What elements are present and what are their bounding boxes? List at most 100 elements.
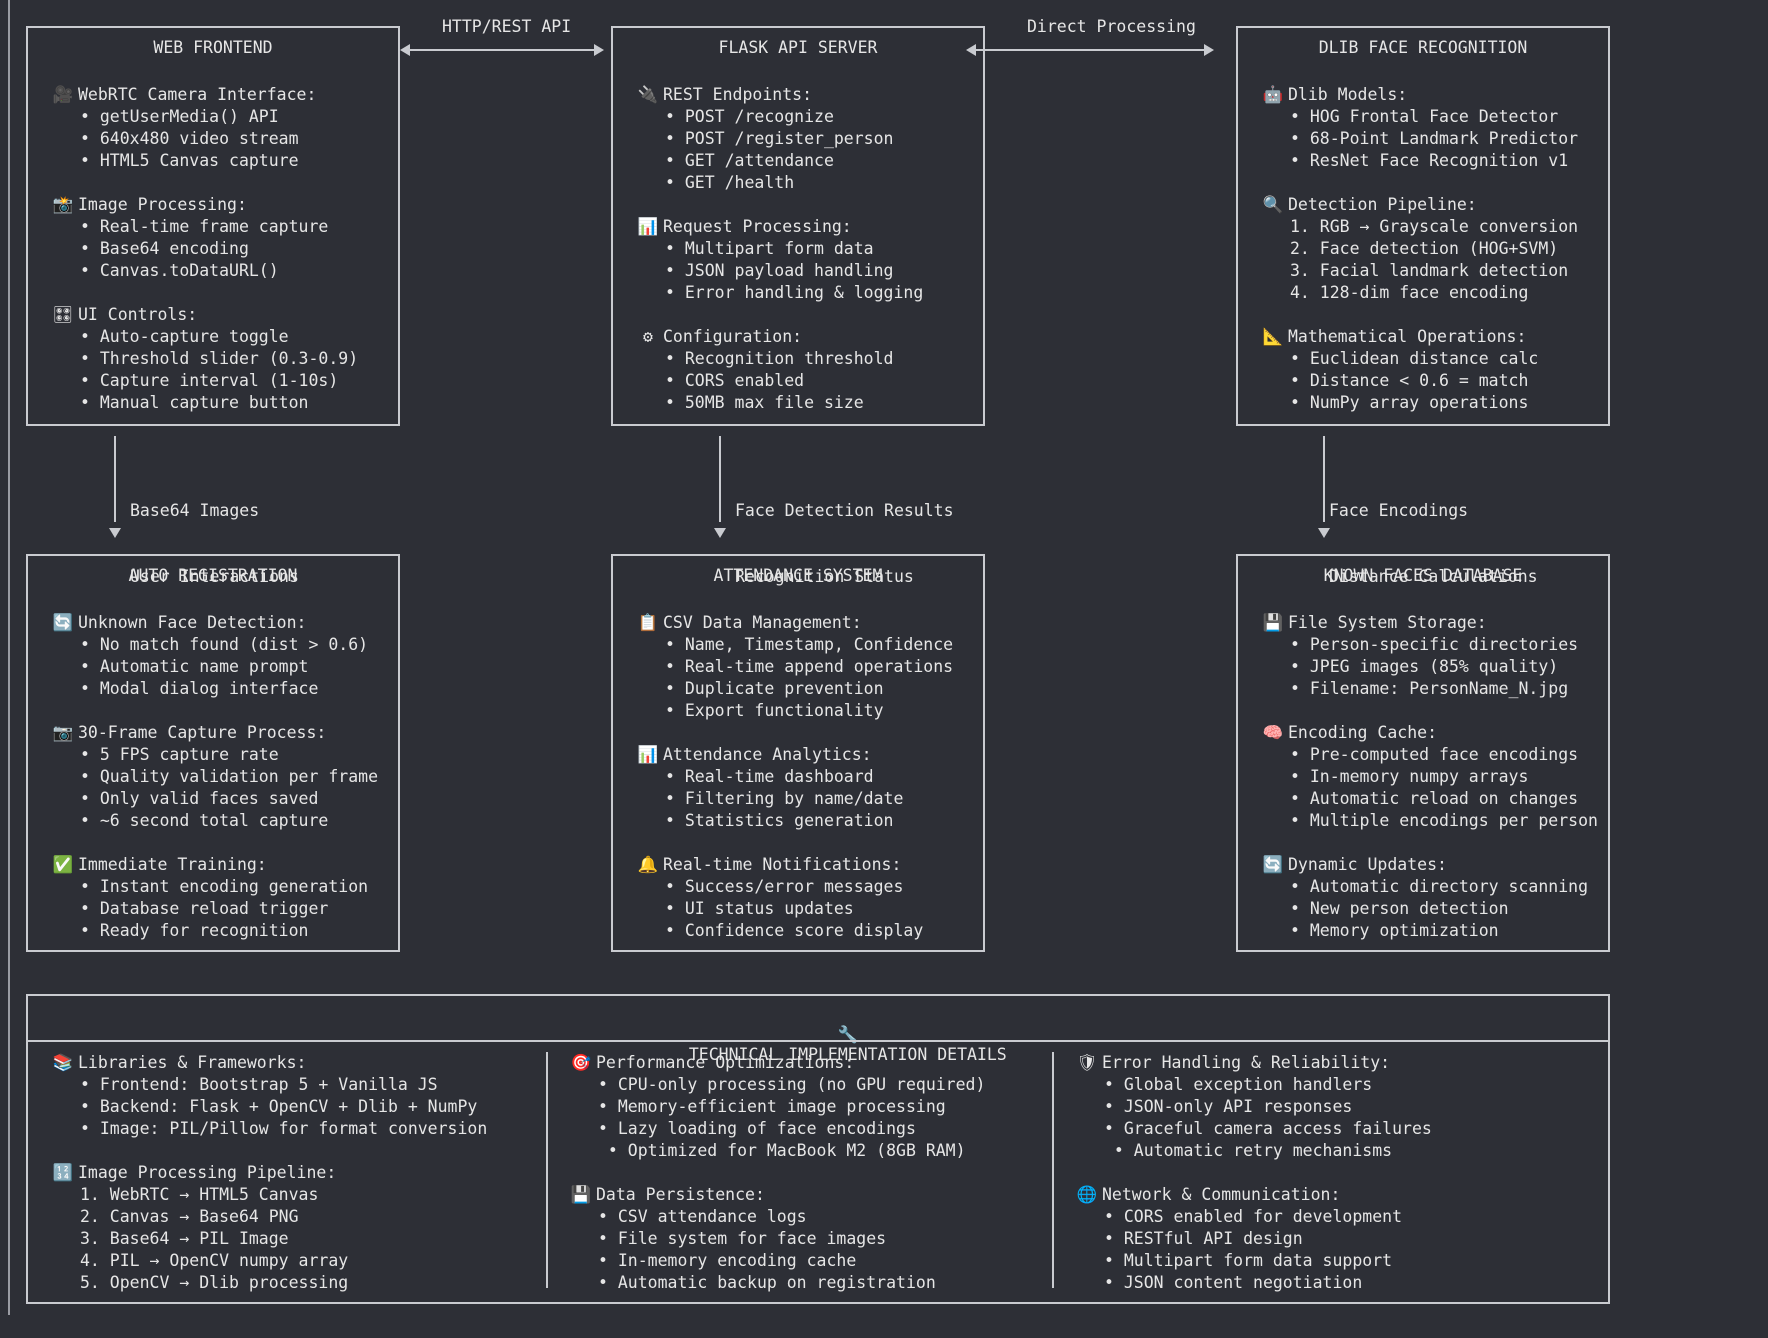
section-heading-text: 30-Frame Capture Process: (78, 723, 327, 742)
arrow-right-icon (1204, 44, 1214, 56)
section-item: 1. WebRTC → HTML5 Canvas (80, 1185, 319, 1204)
section-heading: 🛡Error Handling & Reliability: (1074, 1052, 1432, 1074)
section-item: • Lazy loading of face encodings (598, 1119, 916, 1138)
box-section: 📋CSV Data Management:• Name, Timestamp, … (635, 612, 953, 722)
section-heading: 🔔Real-time Notifications: (635, 854, 923, 876)
section-item: • POST /recognize (665, 107, 834, 126)
arrow-down-icon (714, 528, 726, 538)
section-item: 4. 128-dim face encoding (1290, 283, 1529, 302)
box-section: 🔄Dynamic Updates:• Automatic directory s… (1260, 854, 1588, 942)
box-title: ATTENDANCE SYSTEM (713, 566, 883, 585)
section-heading-text: Real-time Notifications: (663, 855, 902, 874)
bar-chart-icon: 📊 (637, 745, 659, 764)
box-section: 📊Attendance Analytics:• Real-time dashbo… (635, 744, 904, 832)
section-heading-text: Image Processing: (78, 195, 247, 214)
section-heading-text: Request Processing: (663, 217, 852, 236)
section-item: • Real-time dashboard (665, 767, 874, 786)
clipboard-icon: 📋 (637, 613, 659, 632)
box-section: 🔄Unknown Face Detection:• No match found… (50, 612, 368, 700)
section-item: • Distance < 0.6 = match (1290, 371, 1529, 390)
section-item: • Quality validation per frame (80, 767, 379, 786)
section-heading-text: Dynamic Updates: (1288, 855, 1447, 874)
section-item: • Name, Timestamp, Confidence (665, 635, 954, 654)
box-title: KNOWN FACES DATABASE (1323, 566, 1523, 585)
refresh-icon: 🔄 (1262, 855, 1284, 874)
section-heading-text: Mathematical Operations: (1288, 327, 1527, 346)
section-item: 3. Base64 → PIL Image (80, 1229, 289, 1248)
section-item: • JSON-only API responses (1104, 1097, 1353, 1116)
section-item: 5. OpenCV → Dlib processing (80, 1273, 349, 1292)
section-heading: 📋CSV Data Management: (635, 612, 953, 634)
section-item: • Statistics generation (665, 811, 894, 830)
box-section: 🤖Dlib Models:• HOG Frontal Face Detector… (1260, 84, 1578, 172)
target-icon: 🎯 (570, 1053, 592, 1072)
section-item: • getUserMedia() API (80, 107, 279, 126)
numbers-icon: 🔢 (52, 1163, 74, 1182)
plug-icon: 🔌 (637, 85, 659, 104)
box-title: WEB FRONTEND (153, 38, 273, 57)
video-camera-icon: 🎥 (52, 85, 74, 104)
section-item: • Euclidean distance calc (1290, 349, 1539, 368)
section-item: • Ready for recognition (80, 921, 309, 940)
section-item: • 640x480 video stream (80, 129, 299, 148)
section-item: • Real-time frame capture (80, 217, 329, 236)
section-item: 2. Canvas → Base64 PNG (80, 1207, 299, 1226)
section-heading: 📊Attendance Analytics: (635, 744, 903, 766)
section-heading: 🔄Dynamic Updates: (1260, 854, 1588, 876)
section-heading-text: Immediate Training: (78, 855, 267, 874)
section-item: • CORS enabled for development (1104, 1207, 1403, 1226)
section-item: • Global exception handlers (1104, 1075, 1373, 1094)
section-item: • JSON content negotiation (1104, 1273, 1363, 1292)
section-heading-text: Error Handling & Reliability: (1102, 1053, 1391, 1072)
box-section: ✅Immediate Training:• Instant encoding g… (50, 854, 368, 942)
attendance-system-box: ATTENDANCE SYSTEM📋CSV Data Management:• … (611, 554, 985, 952)
connector-label-frontend-down: Base64 Images User Interactions (130, 456, 299, 632)
section-item: • Multipart form data support (1104, 1251, 1393, 1270)
section-item: • Backend: Flask + OpenCV + Dlib + NumPy (80, 1097, 478, 1116)
camera-flash-icon: 📸 (52, 195, 74, 214)
section-item: • Capture interval (1-10s) (80, 371, 339, 390)
connector-label-flask-down: Face Detection Results Recognition Statu… (735, 456, 954, 632)
section-item: 2. Face detection (HOG+SVM) (1290, 239, 1559, 258)
triangle-ruler-icon: 📐 (1262, 327, 1284, 346)
connector-text: Face Encodings (1329, 501, 1469, 520)
box-title: AUTO REGISTRATION (128, 566, 298, 585)
floppy-disk-icon: 💾 (1262, 613, 1284, 632)
section-heading-text: Libraries & Frameworks: (78, 1053, 307, 1072)
arrow-left-icon (966, 44, 976, 56)
section-heading-text: WebRTC Camera Interface: (78, 85, 317, 104)
magnifier-icon: 🔍 (1262, 195, 1284, 214)
section-item: • GET /attendance (665, 151, 834, 170)
section-item: • Confidence score display (665, 921, 924, 940)
section-heading-text: Detection Pipeline: (1288, 195, 1477, 214)
technical-section: 🌐Network & Communication:• CORS enabled … (1074, 1184, 1402, 1294)
section-item: • Threshold slider (0.3-0.9) (80, 349, 359, 368)
section-heading-text: CSV Data Management: (663, 613, 862, 632)
arrow-down-icon (1318, 528, 1330, 538)
section-item: • Only valid faces saved (80, 789, 319, 808)
section-item: • Canvas.toDataURL() (80, 261, 279, 280)
section-item: • Automatic name prompt (80, 657, 309, 676)
section-heading: 🎥WebRTC Camera Interface: (50, 84, 317, 106)
section-heading-text: Configuration: (663, 327, 803, 346)
arrow-right-icon (594, 44, 604, 56)
section-item: • JSON payload handling (665, 261, 894, 280)
technical-section: 📚Libraries & Frameworks:• Frontend: Boot… (50, 1052, 488, 1140)
section-item: • Manual capture button (80, 393, 309, 412)
section-heading-text: UI Controls: (78, 305, 198, 324)
arrow-left-icon (400, 44, 410, 56)
wrench-icon: 🔧 (837, 1025, 859, 1044)
section-item: • Person-specific directories (1290, 635, 1579, 654)
section-item: • Recognition threshold (665, 349, 894, 368)
section-heading: 🔍Detection Pipeline: (1260, 194, 1578, 216)
section-item: • CPU-only processing (no GPU required) (598, 1075, 986, 1094)
section-item: • UI status updates (665, 899, 854, 918)
section-item: • HTML5 Canvas capture (80, 151, 299, 170)
section-item: • Automatic retry mechanisms (1104, 1141, 1393, 1160)
section-item: • Instant encoding generation (80, 877, 369, 896)
refresh-icon: 🔄 (52, 613, 74, 632)
section-item: • NumPy array operations (1290, 393, 1529, 412)
books-icon: 📚 (52, 1053, 74, 1072)
section-heading: 🧠Encoding Cache: (1260, 722, 1598, 744)
section-item: • Duplicate prevention (665, 679, 884, 698)
